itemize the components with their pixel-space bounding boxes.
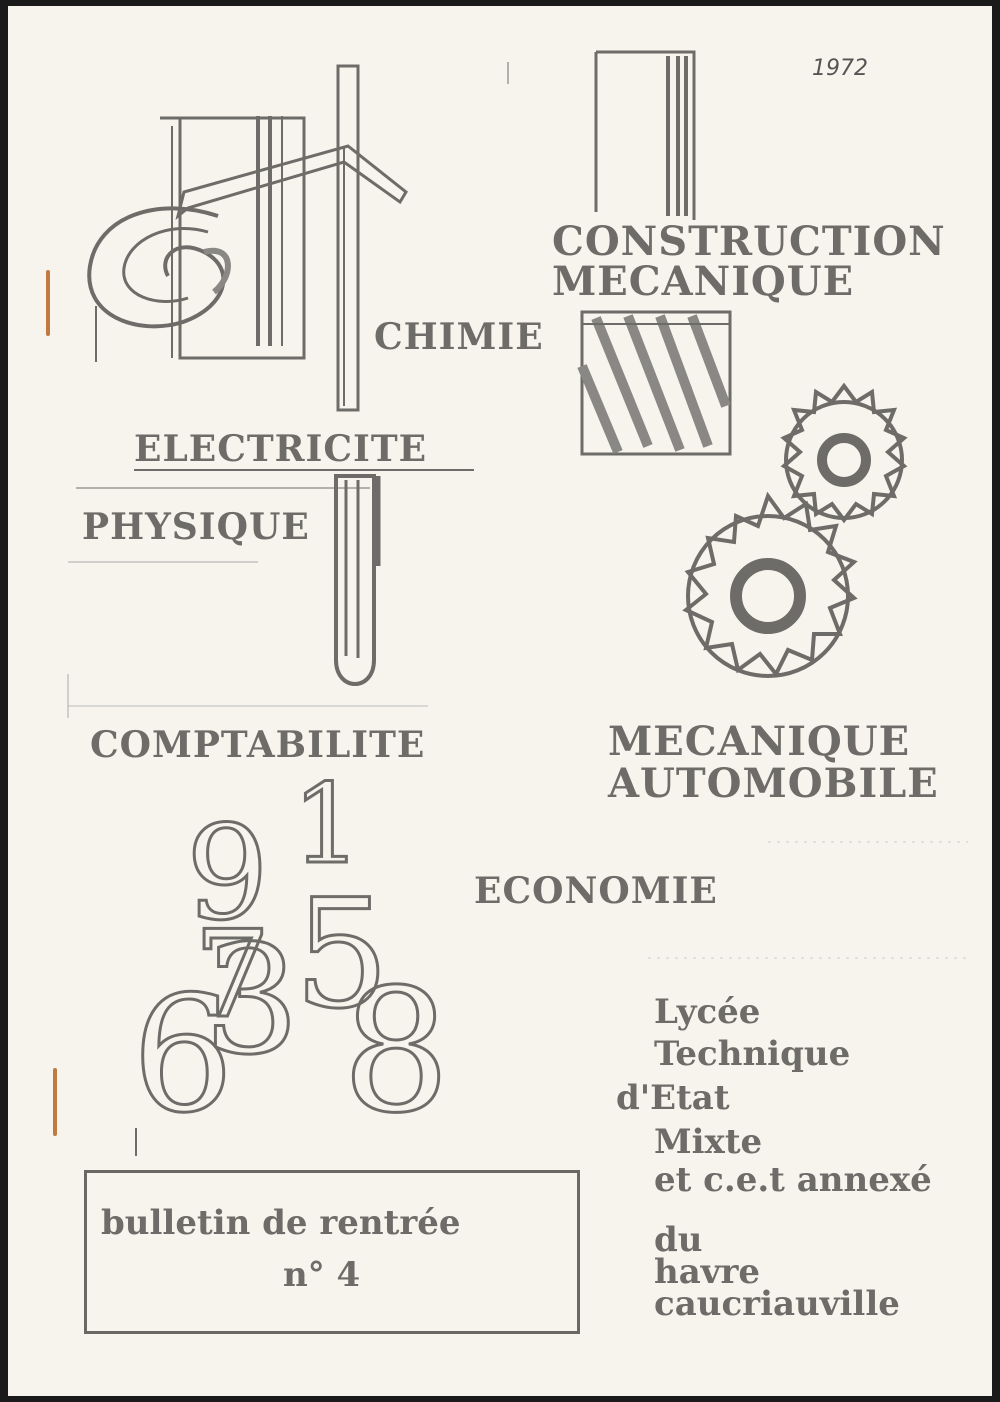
staple-top (46, 270, 50, 336)
label-mecanique-line2: AUTOMOBILE (608, 760, 939, 807)
label-mecanique-line1: MECANIQUE (608, 718, 911, 765)
label-electricite: ELECTRICITE (134, 428, 428, 470)
bent-tube-icon (175, 64, 408, 412)
digits-cluster: 9 1 5 7 3 6 8 (131, 759, 452, 1153)
school-line-3: d'Etat (616, 1078, 730, 1118)
school-line-6: du (654, 1220, 703, 1260)
gear-icon (682, 382, 908, 678)
cover-illustrations: 9 1 5 7 3 6 8 (67, 50, 968, 1156)
digit-2: 5 (294, 868, 389, 1042)
label-physique: PHYSIQUE (82, 506, 310, 548)
label-construction-line1: CONSTRUCTION (552, 218, 946, 265)
label-economie: ECONOMIE (474, 870, 718, 912)
test-tube-icon (334, 474, 381, 686)
digit-5: 6 (132, 961, 234, 1148)
school-line-1: Lycée (654, 992, 761, 1032)
staple-bottom (53, 1068, 57, 1136)
label-comptabilite: COMPTABILITE (90, 724, 426, 766)
digit-1: 1 (292, 760, 362, 888)
digit-0: 9 (186, 797, 269, 949)
digit-6: 8 (342, 953, 450, 1151)
bulletin-box: bulletin de rentrée n° 4 (84, 1170, 580, 1334)
digit-3: 7 (194, 906, 270, 1045)
beaker-icon (160, 116, 306, 360)
school-line-7: havre (654, 1252, 761, 1292)
school-line-5: et c.e.t annexé (654, 1160, 932, 1200)
school-line-8: caucriauville (654, 1284, 900, 1324)
flourish-icon (87, 206, 231, 329)
school-line-2: Technique (654, 1034, 851, 1074)
digit-4: 3 (204, 914, 299, 1088)
cover-page: 1972 (8, 6, 992, 1396)
drill-bit-icon (577, 50, 732, 456)
school-line-4: Mixte (654, 1122, 763, 1162)
label-chimie: CHIMIE (374, 316, 544, 358)
label-construction-line2: MECANIQUE (552, 258, 855, 305)
bulletin-number: n° 4 (283, 1255, 361, 1295)
handwritten-year: 1972 (812, 56, 868, 81)
bulletin-title: bulletin de rentrée (101, 1203, 461, 1243)
